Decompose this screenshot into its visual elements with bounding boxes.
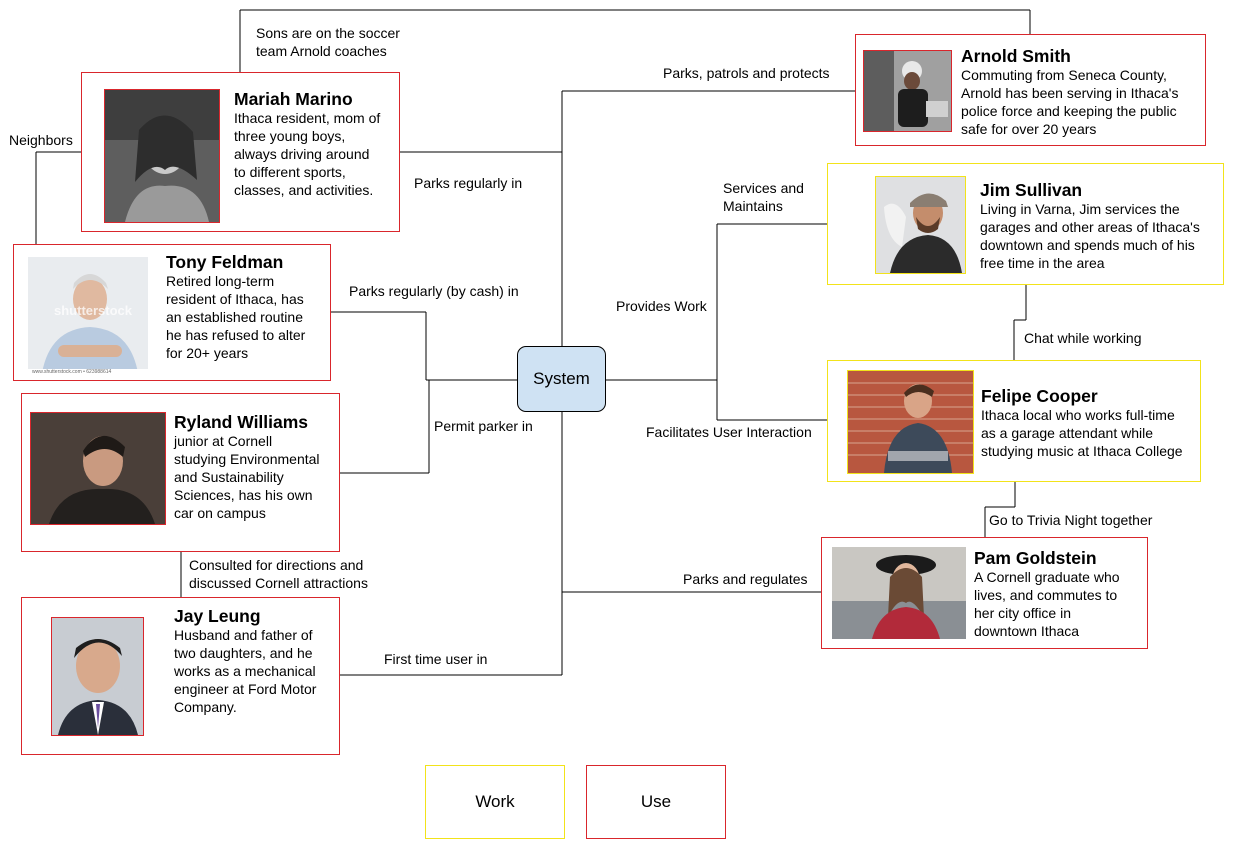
man-with-cap-photo [875, 176, 966, 274]
persona-description: junior at Cornell studying Environmental… [174, 433, 320, 521]
persona-name: Tony Feldman [166, 252, 284, 272]
edge-label-tony-system: Parks regularly (by cash) in [349, 282, 519, 300]
woman-with-hat-photo [832, 547, 966, 639]
persona-name: Jim Sullivan [980, 180, 1083, 200]
edge-label-jim-felipe: Chat while working [1024, 329, 1142, 347]
system-label: System [533, 369, 590, 388]
edge-label-ryland-system: Permit parker in [434, 417, 533, 435]
edge-label-jay-system: First time user in [384, 650, 488, 668]
persona-card-mariah[interactable]: Mariah Marino Ithaca resident, mom of th… [81, 72, 400, 232]
edge-label-felipe-system: Facilitates User Interaction [646, 423, 812, 441]
persona-description: Ithaca resident, mom of three young boys… [234, 110, 381, 198]
persona-description: Husband and father of two daughters, and… [174, 627, 317, 715]
persona-card-ryland[interactable]: Ryland Williams junior at Cornell studyi… [21, 393, 340, 552]
edge-label-arnold-system: Parks, patrols and protects [663, 64, 830, 82]
legend-use: Use [586, 765, 726, 839]
legend-use-label: Use [640, 792, 672, 811]
legend-work: Work [425, 765, 565, 839]
man-in-suit-portrait-photo [51, 617, 144, 736]
woman-portrait-photo [104, 89, 220, 223]
legend-work-label: Work [475, 792, 515, 811]
persona-card-tony[interactable]: shutterstock www.shutterstock.com • 6239… [13, 244, 331, 381]
persona-description: A Cornell graduate who lives, and commut… [974, 569, 1120, 639]
persona-name: Ryland Williams [174, 412, 309, 432]
persona-description: Ithaca local who works full-time as a ga… [981, 407, 1183, 459]
persona-card-arnold[interactable]: Arnold Smith Commuting from Seneca Count… [855, 34, 1206, 146]
persona-card-pam[interactable]: Pam Goldstein A Cornell graduate who liv… [821, 537, 1148, 649]
edge-label-pam-system: Parks and regulates [683, 570, 808, 588]
edge-label-neighbors: Neighbors [9, 131, 73, 149]
older-man-portrait-photo: shutterstock www.shutterstock.com • 6239… [28, 257, 148, 377]
edge-label-jim-system: Services and Maintains [723, 179, 804, 215]
persona-card-jim[interactable]: Jim Sullivan Living in Varna, Jim servic… [827, 163, 1224, 285]
persona-name: Pam Goldstein [974, 548, 1097, 568]
persona-card-felipe[interactable]: Felipe Cooper Ithaca local who works ful… [827, 360, 1201, 482]
persona-name: Mariah Marino [234, 89, 353, 109]
young-man-portrait-photo [30, 412, 166, 525]
edge-label-felipe-pam: Go to Trivia Night together [989, 511, 1153, 529]
edge-label-ryland-jay: Consulted for directions and discussed C… [189, 556, 368, 592]
persona-description: Commuting from Seneca County, Arnold has… [961, 67, 1179, 137]
watermark: shutterstock [54, 303, 133, 318]
police-officer-photo [863, 50, 952, 132]
edge-label-mariah-system: Parks regularly in [414, 174, 523, 192]
edge-label-mariah-arnold: Sons are on the soccer team Arnold coach… [256, 24, 400, 60]
photo-caption: www.shutterstock.com • 623988614 [32, 369, 112, 375]
young-man-brick-wall-photo [847, 370, 974, 474]
persona-name: Felipe Cooper [981, 386, 1098, 406]
persona-name: Arnold Smith [961, 46, 1071, 66]
persona-name: Jay Leung [174, 606, 261, 626]
system-node[interactable]: System [517, 346, 606, 412]
edge-label-provides-work: Provides Work [616, 297, 707, 315]
persona-description: Living in Varna, Jim services the garage… [980, 201, 1200, 271]
persona-description: Retired long-term resident of Ithaca, ha… [166, 273, 306, 361]
persona-card-jay[interactable]: Jay Leung Husband and father of two daug… [21, 597, 340, 755]
